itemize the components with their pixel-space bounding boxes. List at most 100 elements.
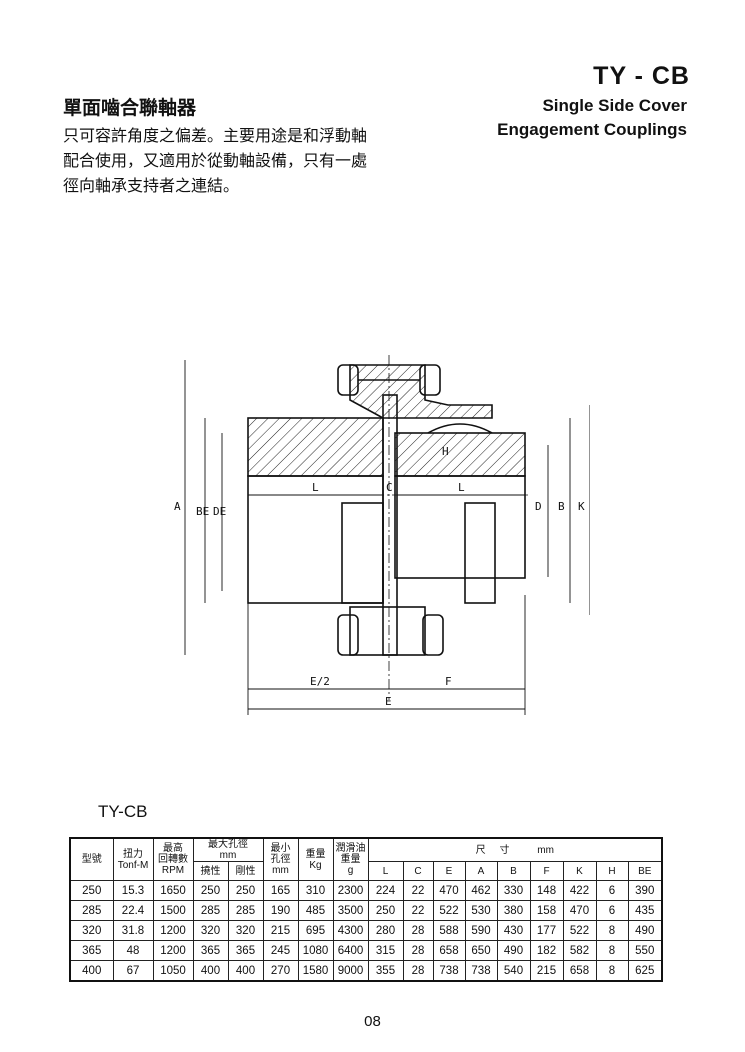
table-cell: 522 [562,920,597,941]
description-line: 配合使用，又適用於從動軸設備，只有一處 [63,151,368,170]
table-cell: 650 [464,940,498,961]
title-english-line-1: Single Side Cover [542,96,687,115]
table-cell: 270 [262,960,299,982]
table-cell: 422 [562,880,597,901]
table-cell: 177 [529,920,564,941]
table-cell: 4300 [332,920,369,941]
dim-label-be: BE [196,505,209,518]
table-cell: 435 [627,900,663,921]
table-cell: 470 [562,900,597,921]
table-cell: 165 [262,880,299,901]
table-cell: 485 [297,900,334,921]
dimension-lines [184,360,590,715]
table-cell: 462 [464,880,498,901]
title-chinese: 單面嚙合聯軸器 [63,97,197,119]
table-cell: 1080 [297,940,334,961]
table-cell: 245 [262,940,299,961]
table-cell: 22 [402,880,434,901]
table-cell: 182 [529,940,564,961]
header-dim-l: L [367,861,404,881]
table-cell: 400 [227,960,264,982]
table-cell: 285 [227,900,264,921]
table-cell: 67 [112,960,154,982]
table-cell: 625 [627,960,663,982]
table-label: TY-CB [98,802,148,821]
table-cell: 15.3 [112,880,154,901]
header-dim-c: C [402,861,434,881]
table-cell: 28 [402,920,434,941]
table-cell: 738 [464,960,498,982]
table-cell: 6 [595,880,629,901]
header-flexible: 撓性 [192,861,229,881]
header-dimensions: 尺 寸 mm [367,837,663,862]
description-line: 只可容許角度之偏差。主要用途是和浮動軸 [63,126,368,145]
table-cell: 315 [367,940,404,961]
header-dim-f: F [529,861,564,881]
table-cell: 148 [529,880,564,901]
table-cell: 158 [529,900,564,921]
dim-label-e-half: E/2 [310,675,330,688]
dim-label-a: A [174,500,181,513]
description: 只可容許角度之偏差。主要用途是和浮動軸 配合使用，又適用於從動軸設備，只有一處 … [63,123,393,198]
dim-label-f: F [445,675,452,688]
table-cell: 28 [402,940,434,961]
table-cell: 490 [627,920,663,941]
title-english-line-2: Engagement Couplings [497,120,687,139]
dim-label-c: C [386,481,393,494]
table-cell: 522 [432,900,466,921]
dim-label-de: DE [213,505,226,518]
table-cell: 1200 [152,940,194,961]
table-cell: 588 [432,920,466,941]
table-cell: 6 [595,900,629,921]
description-line: 徑向軸承支持者之連結。 [63,176,240,195]
dim-label-d: D [535,500,542,513]
table-cell: 28 [402,960,434,982]
header-model: 型號 [69,837,114,881]
header-dim-b: B [496,861,531,881]
table-cell: 540 [496,960,531,982]
table-cell: 658 [432,940,466,961]
table-cell: 550 [627,940,663,961]
table-cell: 285 [69,900,114,921]
product-code: TY - CB [593,62,690,90]
table-cell: 365 [227,940,264,961]
table-cell: 320 [192,920,229,941]
table-cell: 658 [562,960,597,982]
table-cell: 1050 [152,960,194,982]
table-cell: 250 [367,900,404,921]
header-dim-a: A [464,861,498,881]
table-cell: 320 [69,920,114,941]
drawing-outline [247,355,530,700]
table-cell: 190 [262,900,299,921]
header-rigid: 剛性 [227,861,264,881]
table-cell: 9000 [332,960,369,982]
header-dim-h: H [595,861,629,881]
dim-label-l-left: L [312,481,319,494]
table-cell: 365 [69,940,114,961]
dim-label-l-right: L [458,481,465,494]
table-cell: 380 [496,900,531,921]
table-cell: 530 [464,900,498,921]
table-cell: 224 [367,880,404,901]
table-cell: 6400 [332,940,369,961]
table-cell: 490 [496,940,531,961]
table-cell: 430 [496,920,531,941]
table-cell: 1200 [152,920,194,941]
table-cell: 250 [192,880,229,901]
dim-label-h: H [442,445,449,458]
table-cell: 215 [529,960,564,982]
table-cell: 1650 [152,880,194,901]
table-cell: 738 [432,960,466,982]
header-dim-be: BE [627,861,663,881]
table-cell: 250 [227,880,264,901]
table-cell: 2300 [332,880,369,901]
